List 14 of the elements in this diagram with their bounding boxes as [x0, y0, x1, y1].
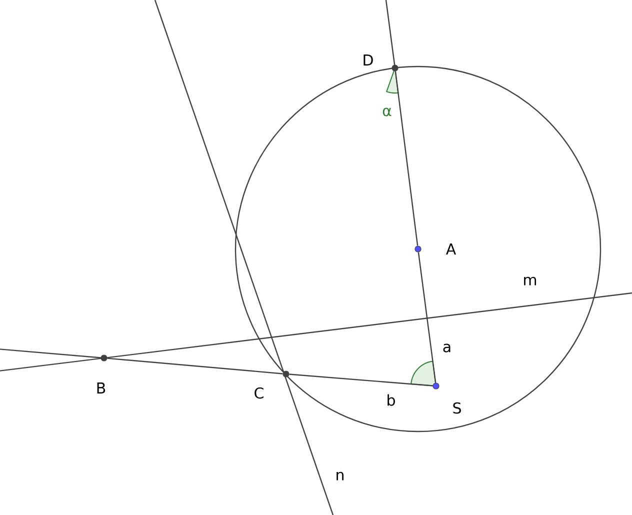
- segment-label: b: [388, 394, 395, 406]
- segment: [394, 71, 418, 246]
- point-label: D: [364, 54, 373, 66]
- line-label: n: [336, 472, 344, 480]
- point-label: S: [453, 402, 461, 414]
- point-label: B: [97, 382, 106, 394]
- segment: [107, 358, 283, 374]
- line-label: m: [524, 276, 536, 286]
- angle-label: α: [382, 108, 392, 116]
- point-label: A: [446, 244, 456, 254]
- segment-label: a: [443, 344, 450, 352]
- point-label: C: [254, 387, 264, 399]
- segment: [289, 374, 433, 386]
- segment: [418, 252, 436, 383]
